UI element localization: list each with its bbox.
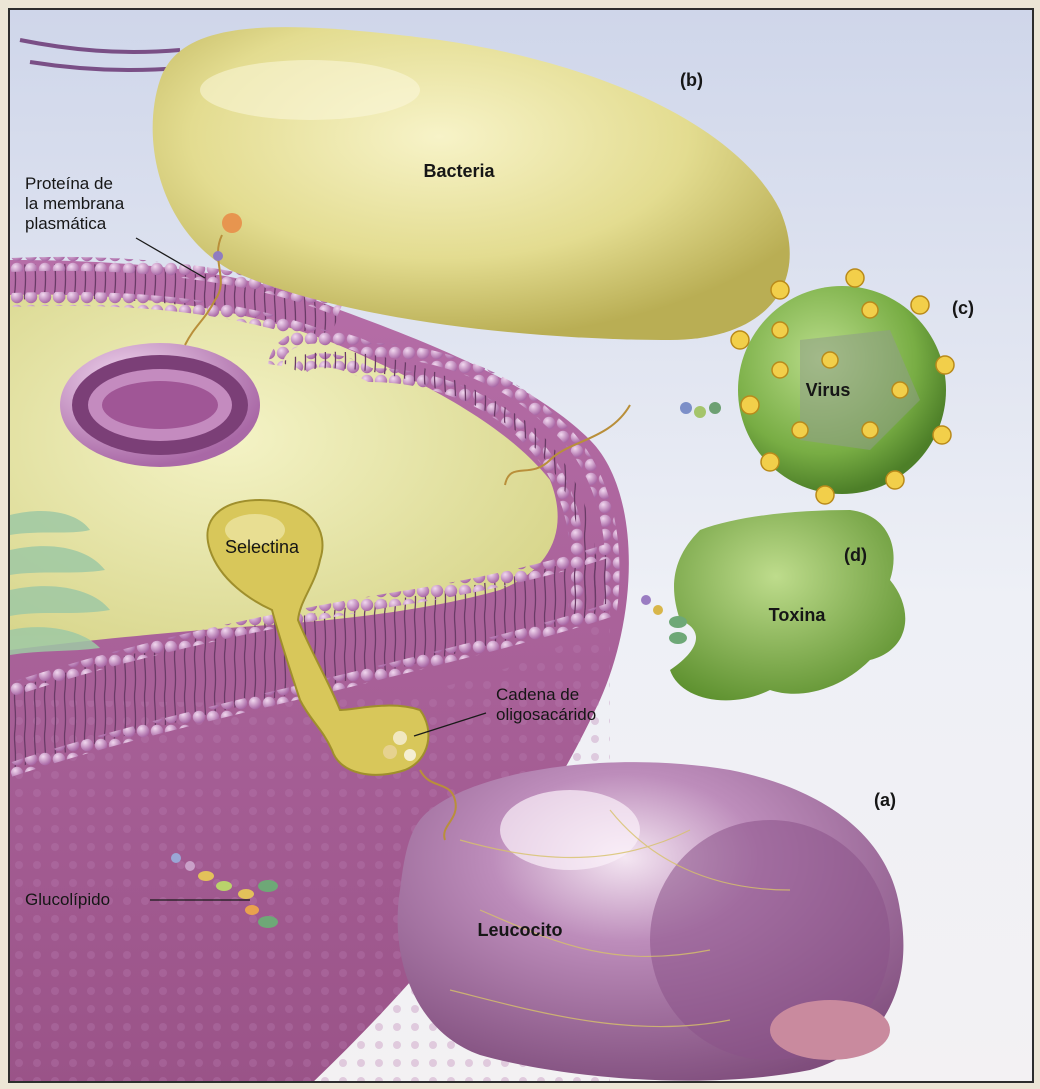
leukocyte-cell [398,762,904,1080]
label-glucolipido: Glucolípido [25,890,110,910]
label-bacteria: Bacteria [423,161,494,181]
label-selectina: Selectina [225,537,299,557]
panel-label-d: (d) [844,545,867,565]
organelle [60,343,260,467]
panel-label-b: (b) [680,70,703,90]
figure-frame: Bacteria Virus Toxina Leucocito Selectin… [8,8,1034,1083]
panel-label-c: (c) [952,298,974,318]
label-toxina: Toxina [769,605,826,625]
label-proteina-membrana: Proteína de la membrana plasmática [25,174,124,234]
panel-label-a: (a) [874,790,896,810]
label-cadena-oligosacarido: Cadena de oligosacárido [496,685,596,725]
label-leucocito: Leucocito [477,920,562,940]
label-virus: Virus [806,380,851,400]
